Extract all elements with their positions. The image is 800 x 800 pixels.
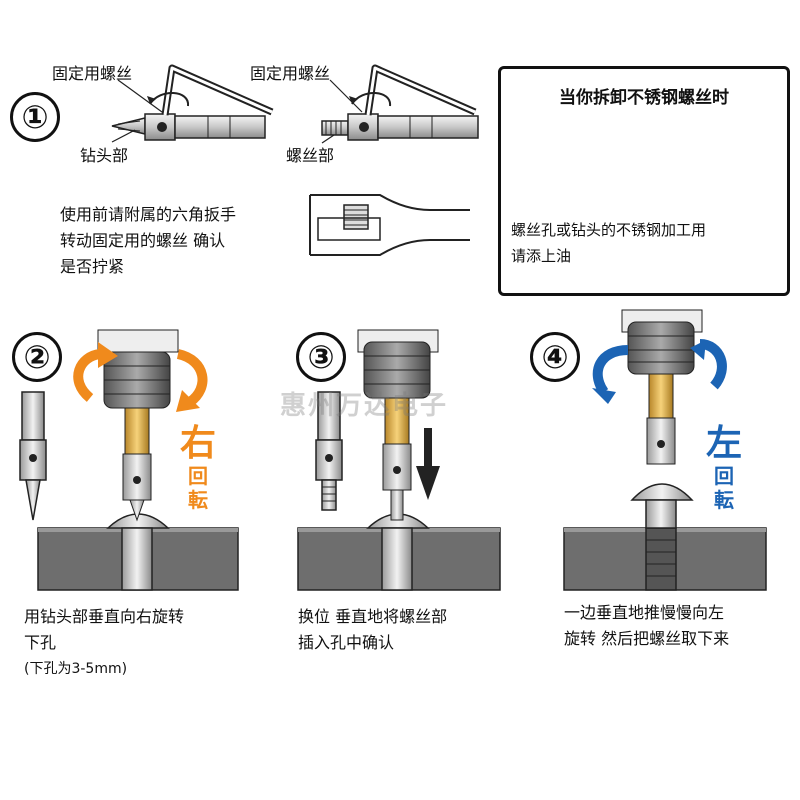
step4-number: ④ [530,332,580,382]
step2-rotate-word-1: 回 [174,464,222,488]
step4-rotate-word-1: 回 [700,464,748,488]
watermark: 惠州万达电子 [280,385,448,422]
step2-instruction-line2: 下孔 [24,630,184,656]
step2-number: ② [12,332,62,382]
step4-instruction-line1: 一边垂直地推慢慢向左 [564,600,729,626]
drill-part-label: 钻头部 [80,146,128,166]
step4-rotate-word-2: 転 [700,488,748,512]
fixing-screw-label-b: 固定用螺丝 [250,64,330,84]
cross-section-illustration [310,195,470,255]
note-text-line1: 螺丝孔或钻头的不锈钢加工用 [511,217,706,243]
step3-instruction: 换位 垂直地将螺丝部 插入孔中确认 [298,604,447,656]
step1-instruction-line1: 使用前请附属的六角扳手 [60,202,236,228]
step1-number: ① [10,92,60,142]
stainless-steel-note-box: 当你拆卸不锈钢螺丝时 螺丝孔或钻头的不锈钢加工用 请添上油 [498,66,790,296]
step4-rotate-label: 左 回 転 [700,424,748,512]
step4-instruction: 一边垂直地推慢慢向左 旋转 然后把螺丝取下来 [564,600,729,652]
screw-part-label: 螺丝部 [286,146,334,166]
step3-instruction-line1: 换位 垂直地将螺丝部 [298,604,447,630]
step4-instruction-line2: 旋转 然后把螺丝取下来 [564,626,729,652]
bit-with-drill-illustration [112,68,272,142]
note-text-line2: 请添上油 [511,243,706,269]
bit-with-extractor-illustration [322,68,478,143]
step2-rotate-direction: 右 [174,424,222,464]
step2-rotate-word-2: 転 [174,488,222,512]
step1-instruction-line3: 是否拧紧 [60,254,236,280]
fixing-screw-label-a: 固定用螺丝 [52,64,132,84]
step1-instruction: 使用前请附属的六角扳手 转动固定用的螺丝 确认 是否拧紧 [60,202,236,280]
note-title: 当你拆卸不锈钢螺丝时 [501,83,787,108]
step2-instruction-line3: (下孔为3-5mm) [24,656,184,682]
step4-rotate-direction: 左 [700,424,748,464]
note-text: 螺丝孔或钻头的不锈钢加工用 请添上油 [511,217,706,269]
step3-number: ③ [296,332,346,382]
step1-instruction-line2: 转动固定用的螺丝 确认 [60,228,236,254]
step2-rotate-label: 右 回 転 [174,424,222,512]
step3-instruction-line2: 插入孔中确认 [298,630,447,656]
step2-instruction: 用钻头部垂直向右旋转 下孔 (下孔为3-5mm) [24,604,184,682]
step2-instruction-line1: 用钻头部垂直向右旋转 [24,604,184,630]
